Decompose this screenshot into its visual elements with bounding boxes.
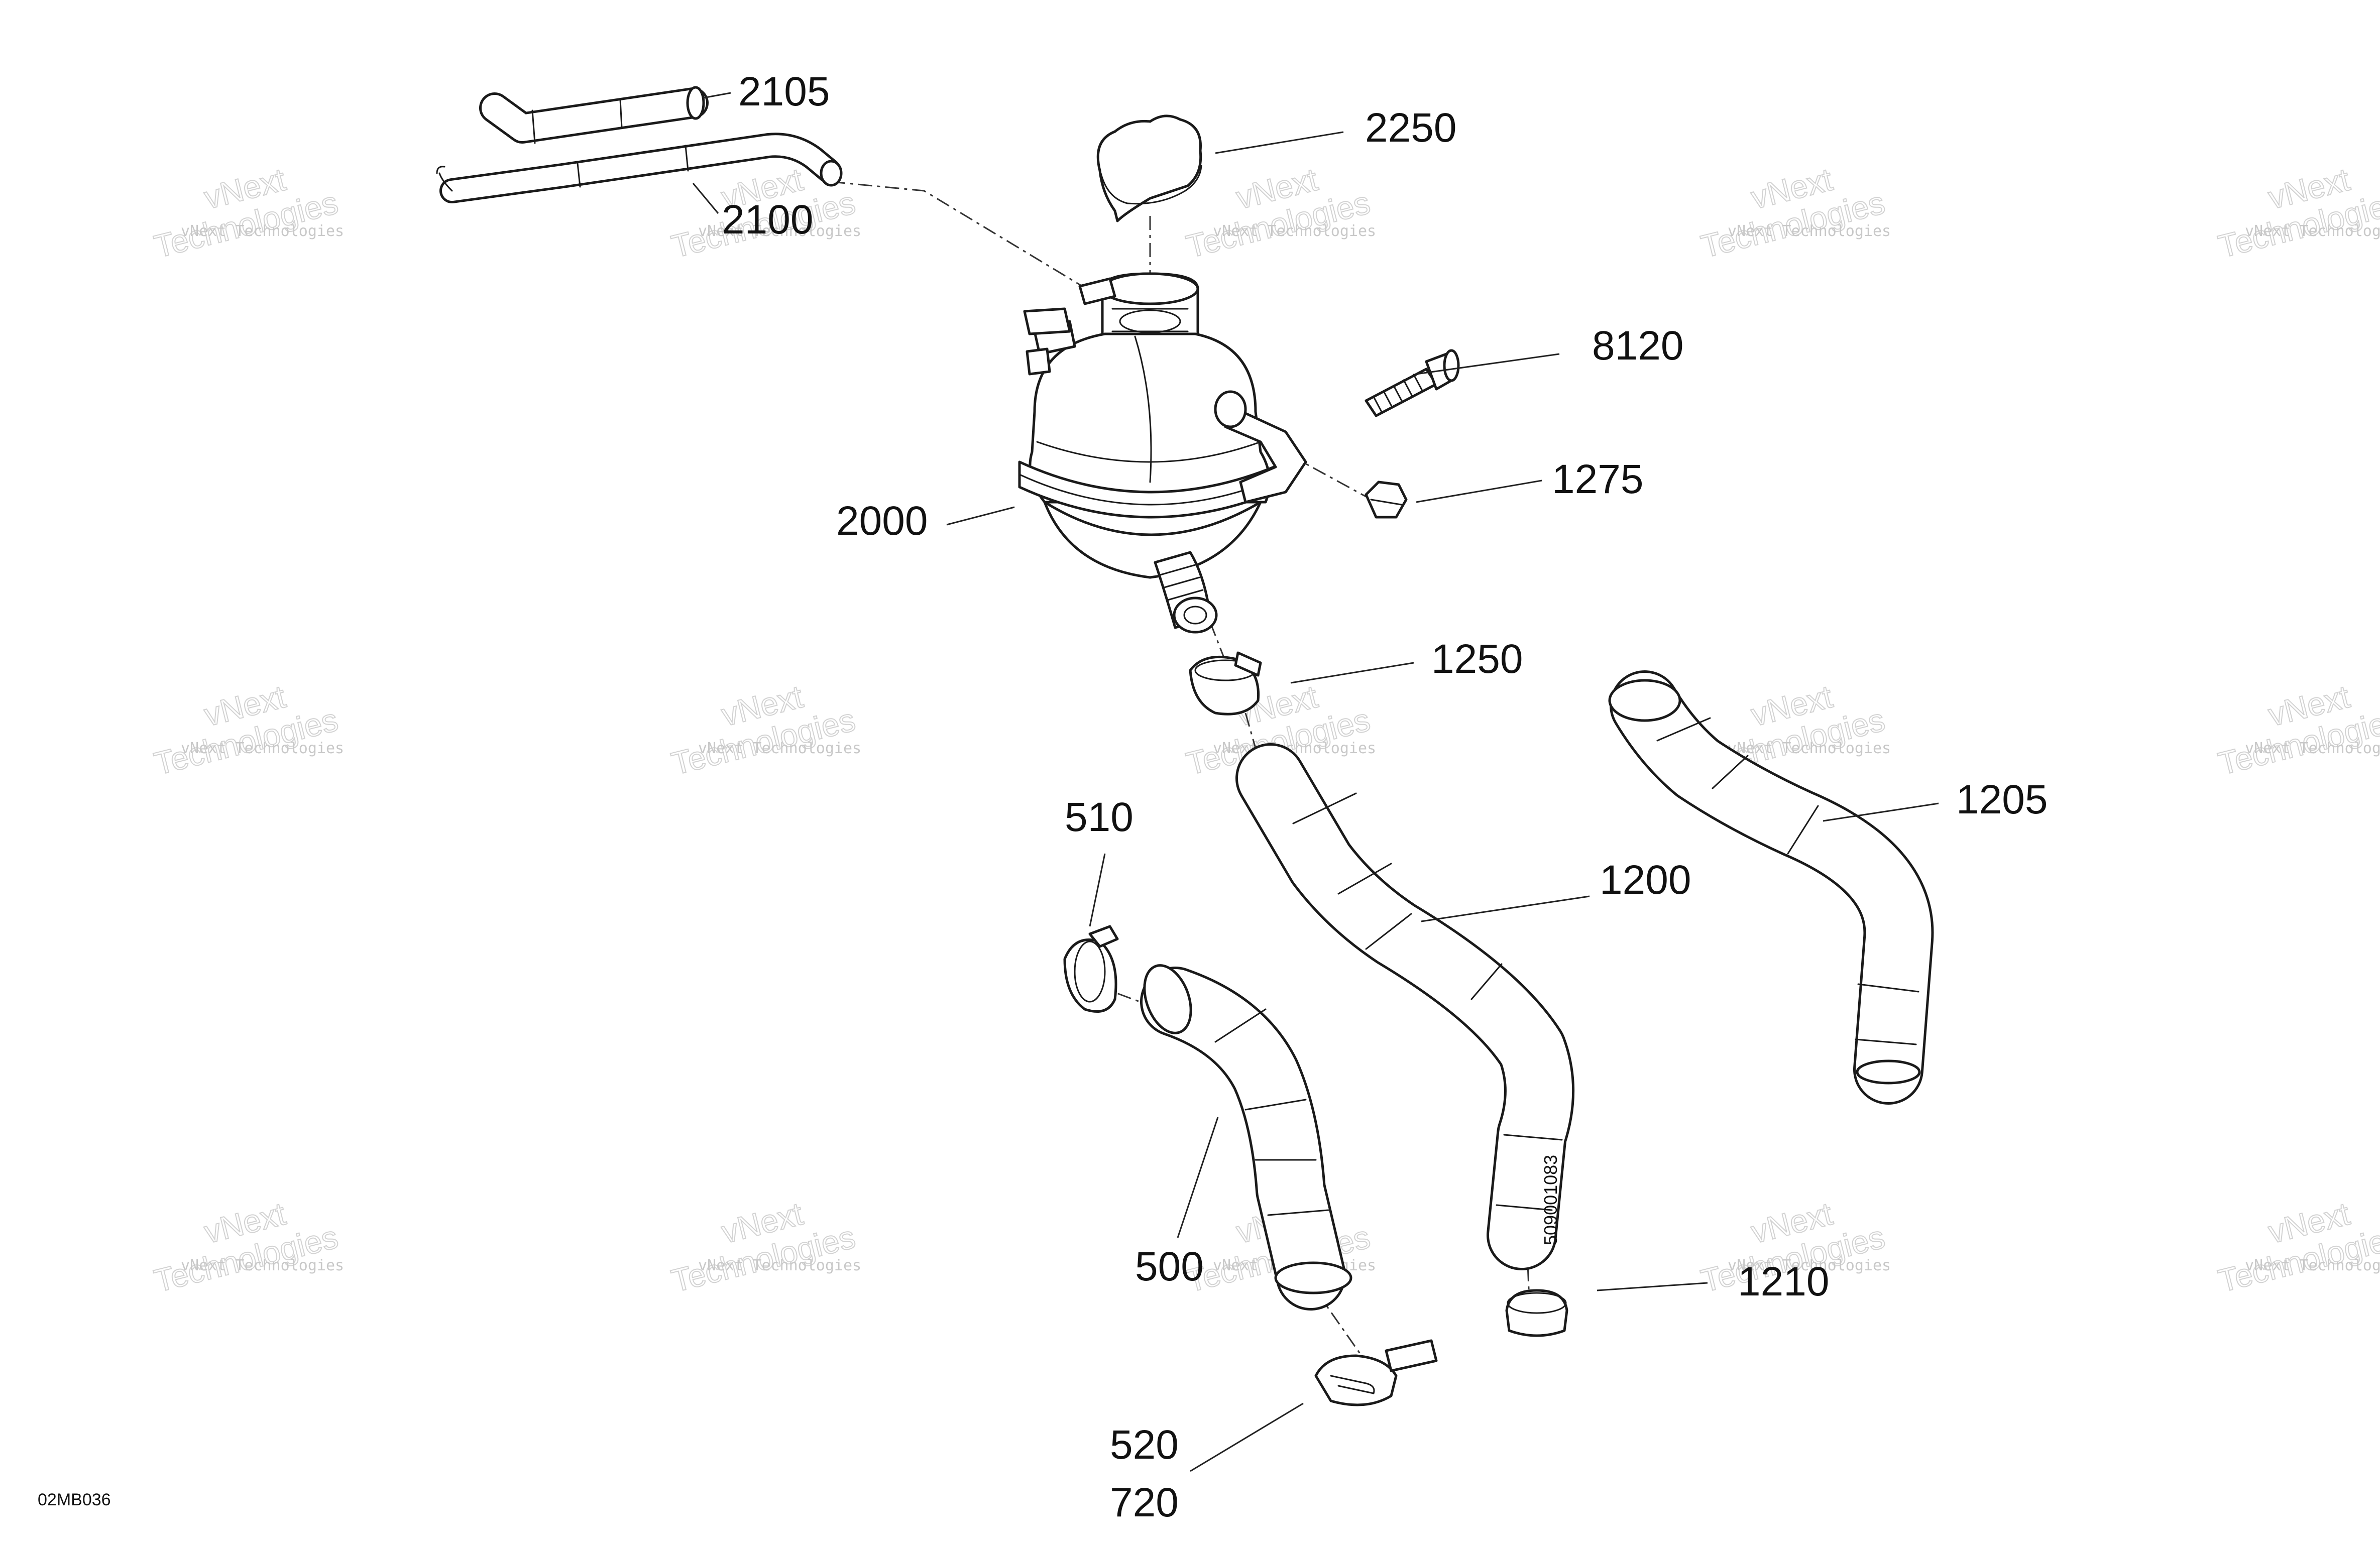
hose-marking: 509001083 xyxy=(1540,1155,1561,1245)
drawing-code: 02MB036 xyxy=(38,1490,111,1509)
svg-text:vNext Technologies: vNext Technologies xyxy=(2245,740,2380,757)
svg-text:vNext Technologies: vNext Technologies xyxy=(1728,222,1891,240)
svg-text:vNext Technologies: vNext Technologies xyxy=(698,740,861,757)
callout-520: 520 xyxy=(1110,1422,1179,1468)
svg-text:vNext Technologies: vNext Technologies xyxy=(181,1257,344,1274)
bolt-8120 xyxy=(1365,349,1460,417)
hose-2105 xyxy=(479,86,709,144)
hose-1205 xyxy=(1608,670,1934,1105)
clamp-510 xyxy=(1063,925,1119,1013)
svg-text:vNext Technologies: vNext Technologies xyxy=(698,222,861,240)
tank-2000 xyxy=(1018,272,1307,634)
clamp-520 xyxy=(1314,1339,1438,1406)
callout-1205: 1205 xyxy=(1956,777,2048,822)
callout-510: 510 xyxy=(1065,794,1134,840)
svg-text:vNext Technologies: vNext Technologies xyxy=(2245,222,2380,240)
callout-1250: 1250 xyxy=(1431,636,1523,682)
svg-text:vNext Technologies: vNext Technologies xyxy=(1728,740,1891,757)
callout-2100: 2100 xyxy=(722,197,813,243)
svg-text:vNext Technologies: vNext Technologies xyxy=(1728,1257,1891,1274)
pipe-2100 xyxy=(436,133,843,203)
callout-1275: 1275 xyxy=(1552,456,1643,502)
callout-2000: 2000 xyxy=(836,498,928,544)
callout-8120: 8120 xyxy=(1592,323,1683,369)
callout-1200: 1200 xyxy=(1600,857,1691,903)
hose-500 xyxy=(1140,964,1352,1311)
callout-1210: 1210 xyxy=(1738,1259,1829,1304)
callout-500: 500 xyxy=(1135,1244,1204,1289)
svg-text:vNext Technologies: vNext Technologies xyxy=(1213,222,1376,240)
clamp-1210 xyxy=(1505,1289,1568,1337)
callouts: 2105 2100 2250 8120 1275 2000 1250 1205 … xyxy=(722,69,2048,1525)
callout-720: 720 xyxy=(1110,1480,1179,1525)
svg-text:vNext Technologies: vNext Technologies xyxy=(2245,1257,2380,1274)
leader-lines xyxy=(692,92,1939,1472)
callout-2105: 2105 xyxy=(738,69,830,114)
nut-1275 xyxy=(1365,481,1408,519)
svg-text:vNext Technologies: vNext Technologies xyxy=(181,740,344,757)
clamp-1250 xyxy=(1189,651,1262,716)
callout-2250: 2250 xyxy=(1365,105,1456,151)
hose-1200: 509001083 xyxy=(1235,743,1574,1270)
svg-text:vNext Technologies: vNext Technologies xyxy=(181,222,344,240)
cap-2250 xyxy=(1096,114,1202,222)
svg-text:vNext Technologies: vNext Technologies xyxy=(698,1257,861,1274)
